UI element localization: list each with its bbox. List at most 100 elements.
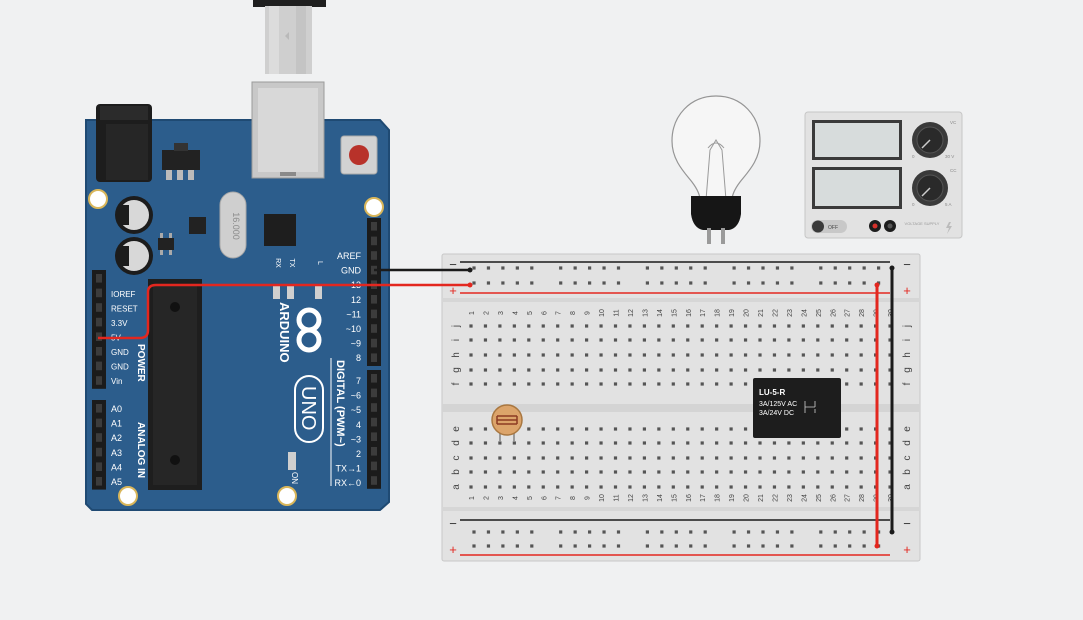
terminal-hole[interactable] xyxy=(700,485,704,489)
terminal-hole[interactable] xyxy=(527,382,531,386)
terminal-hole[interactable] xyxy=(715,470,719,474)
terminal-hole[interactable] xyxy=(498,338,502,342)
terminal-hole[interactable] xyxy=(888,324,892,328)
terminal-hole[interactable] xyxy=(570,441,574,445)
header-pin[interactable] xyxy=(96,418,102,428)
terminal-hole[interactable] xyxy=(729,368,733,372)
terminal-hole[interactable] xyxy=(845,427,849,431)
terminal-hole[interactable] xyxy=(743,338,748,342)
usb-cable[interactable] xyxy=(253,0,326,74)
terminal-hole[interactable] xyxy=(585,324,589,328)
terminal-hole[interactable] xyxy=(556,441,560,445)
terminal-hole[interactable] xyxy=(743,427,748,431)
rail-hole[interactable] xyxy=(602,544,606,548)
terminal-hole[interactable] xyxy=(483,456,488,460)
terminal-hole[interactable] xyxy=(888,338,892,342)
terminal-hole[interactable] xyxy=(628,382,632,386)
header-pin[interactable] xyxy=(371,476,377,485)
terminal-hole[interactable] xyxy=(816,368,820,372)
rail-hole[interactable] xyxy=(674,544,678,548)
terminal-hole[interactable] xyxy=(715,353,719,357)
terminal-hole[interactable] xyxy=(657,382,661,386)
terminal-hole[interactable] xyxy=(845,368,849,372)
terminal-hole[interactable] xyxy=(801,324,805,328)
terminal-hole[interactable] xyxy=(743,441,748,445)
terminal-hole[interactable] xyxy=(830,485,834,489)
terminal-hole[interactable] xyxy=(758,368,762,372)
rail-hole[interactable] xyxy=(559,530,563,534)
terminal-hole[interactable] xyxy=(469,382,473,386)
rail-hole[interactable] xyxy=(732,281,736,285)
terminal-hole[interactable] xyxy=(729,470,733,474)
photoresistor[interactable] xyxy=(491,404,523,441)
terminal-hole[interactable] xyxy=(729,382,733,386)
terminal-hole[interactable] xyxy=(570,382,574,386)
terminal-hole[interactable] xyxy=(483,368,488,372)
header-pin[interactable] xyxy=(371,222,377,231)
terminal-hole[interactable] xyxy=(585,368,589,372)
terminal-hole[interactable] xyxy=(556,368,560,372)
terminal-hole[interactable] xyxy=(469,470,473,474)
header-pin[interactable] xyxy=(96,462,102,471)
terminal-hole[interactable] xyxy=(715,338,719,342)
terminal-hole[interactable] xyxy=(541,485,545,489)
rail-hole[interactable] xyxy=(703,544,707,548)
terminal-hole[interactable] xyxy=(585,338,589,342)
terminal-hole[interactable] xyxy=(541,368,545,372)
terminal-hole[interactable] xyxy=(570,353,574,357)
terminal-hole[interactable] xyxy=(758,485,762,489)
terminal-hole[interactable] xyxy=(570,324,574,328)
rail-hole[interactable] xyxy=(833,544,837,548)
terminal-hole[interactable] xyxy=(700,470,704,474)
terminal-hole[interactable] xyxy=(845,485,849,489)
rail-hole[interactable] xyxy=(848,281,852,285)
rail-hole[interactable] xyxy=(746,281,751,285)
terminal-hole[interactable] xyxy=(512,456,516,460)
terminal-hole[interactable] xyxy=(527,427,531,431)
header-pin[interactable] xyxy=(371,388,377,398)
terminal-hole[interactable] xyxy=(527,441,531,445)
terminal-hole[interactable] xyxy=(527,368,531,372)
terminal-hole[interactable] xyxy=(845,441,849,445)
terminal-hole[interactable] xyxy=(512,382,516,386)
terminal-hole[interactable] xyxy=(469,368,473,372)
header-pin[interactable] xyxy=(371,295,377,304)
terminal-hole[interactable] xyxy=(772,441,777,445)
breadboard[interactable]: 1122334455667788991010111112121313141415… xyxy=(441,253,921,562)
rail-hole[interactable] xyxy=(790,281,794,285)
terminal-hole[interactable] xyxy=(743,368,748,372)
rail-hole[interactable] xyxy=(486,544,491,548)
terminal-hole[interactable] xyxy=(816,485,820,489)
rail-hole[interactable] xyxy=(877,266,881,270)
terminal-hole[interactable] xyxy=(715,324,719,328)
terminal-hole[interactable] xyxy=(613,441,618,445)
rail-hole[interactable] xyxy=(588,530,592,534)
terminal-hole[interactable] xyxy=(859,338,863,342)
terminal-hole[interactable] xyxy=(729,485,733,489)
terminal-hole[interactable] xyxy=(845,338,849,342)
terminal-hole[interactable] xyxy=(483,470,488,474)
header-pin[interactable] xyxy=(96,274,102,283)
terminal-hole[interactable] xyxy=(686,353,690,357)
terminal-hole[interactable] xyxy=(859,470,863,474)
rail-hole[interactable] xyxy=(588,281,592,285)
terminal-hole[interactable] xyxy=(483,324,488,328)
rail-hole[interactable] xyxy=(689,266,693,270)
rail-hole[interactable] xyxy=(602,530,606,534)
rail-hole[interactable] xyxy=(862,281,866,285)
terminal-hole[interactable] xyxy=(512,368,516,372)
terminal-hole[interactable] xyxy=(657,427,661,431)
rail-hole[interactable] xyxy=(746,266,751,270)
header-pin[interactable] xyxy=(96,332,102,341)
terminal-hole[interactable] xyxy=(888,441,892,445)
reset-button[interactable] xyxy=(340,135,378,175)
rail-hole[interactable] xyxy=(674,530,678,534)
rail-hole[interactable] xyxy=(819,544,823,548)
terminal-hole[interactable] xyxy=(570,456,574,460)
rail-hole[interactable] xyxy=(616,530,621,534)
rail-hole[interactable] xyxy=(761,266,765,270)
rail-hole[interactable] xyxy=(862,530,866,534)
terminal-hole[interactable] xyxy=(859,324,863,328)
header-pin[interactable] xyxy=(371,309,377,319)
terminal-hole[interactable] xyxy=(686,456,690,460)
